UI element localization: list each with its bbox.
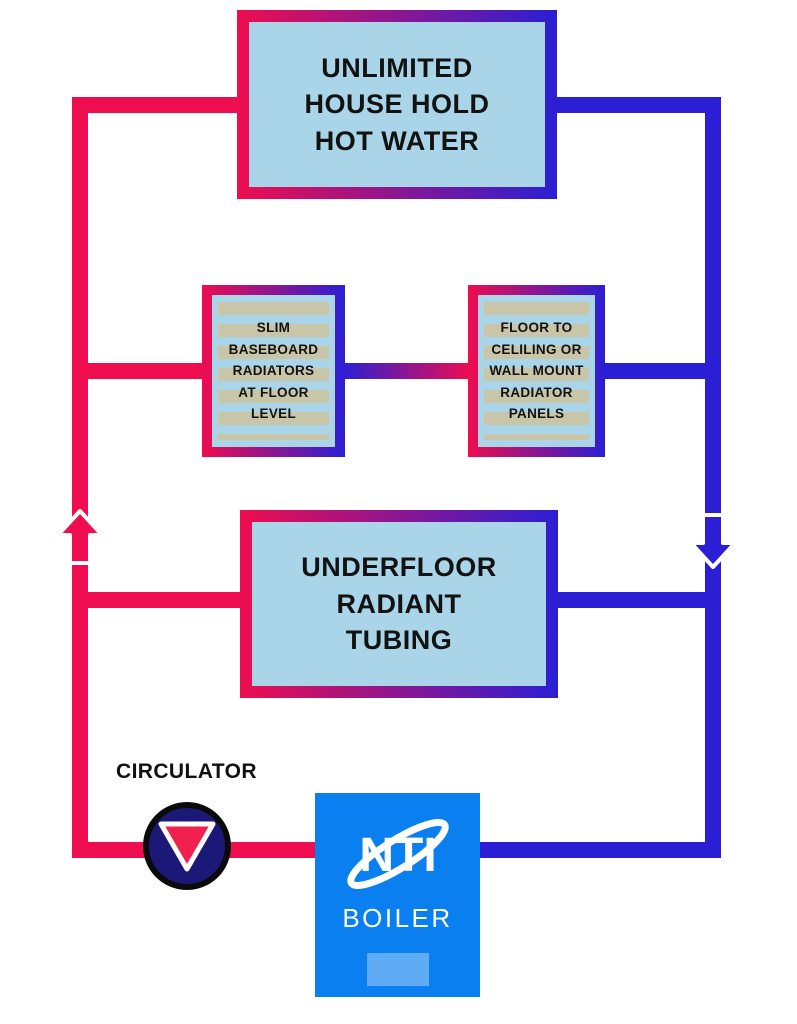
pipe-radiator-left: [72, 363, 207, 379]
supply-pipe-left: [72, 97, 88, 858]
underfloor-line3: TUBING: [345, 625, 453, 656]
supply-flow-up-arrow-icon: [56, 509, 104, 565]
wall-mount-radiator-fill: FLOOR TO CELILING OR WALL MOUNT RADIATOR…: [478, 295, 595, 447]
pipe-boiler-right: [478, 842, 721, 858]
baseboard-line2: BASEBOARD: [228, 341, 319, 357]
pipe-underfloor-left: [72, 592, 244, 608]
pipe-radiator-right: [602, 363, 721, 379]
circulator-pump-icon: [143, 802, 231, 890]
hot-water-line1: UNLIMITED: [321, 52, 473, 83]
underfloor-line1: UNDERFLOOR: [301, 552, 497, 583]
underfloor-line2: RADIANT: [336, 588, 462, 619]
underfloor-tubing-fill: UNDERFLOOR RADIANT TUBING: [252, 522, 546, 686]
hot-water-line2: HOUSE HOLD: [304, 89, 490, 120]
pipe-radiator-middle: [342, 363, 472, 379]
circulator-label: CIRCULATOR: [116, 760, 257, 783]
pipe-hotwater-left: [72, 97, 242, 113]
boiler-word: BOILER: [342, 903, 453, 933]
wall-mount-line4: RADIATOR: [500, 384, 573, 400]
pipe-hotwater-right: [552, 97, 721, 113]
pump-triangle-icon: [158, 821, 216, 872]
hot-water-box: UNLIMITED HOUSE HOLD HOT WATER: [237, 10, 557, 199]
baseboard-radiator-label: SLIM BASEBOARD RADIATORS AT FLOOR LEVEL: [229, 317, 319, 425]
boiler-display-panel: [367, 953, 429, 986]
hot-water-box-fill: UNLIMITED HOUSE HOLD HOT WATER: [249, 22, 545, 187]
wall-mount-radiator-label: FLOOR TO CELILING OR WALL MOUNT RADIATOR…: [489, 317, 583, 425]
pipe-underfloor-right: [554, 592, 721, 608]
hot-water-label: UNLIMITED HOUSE HOLD HOT WATER: [304, 50, 489, 159]
underfloor-tubing-box: UNDERFLOOR RADIANT TUBING: [240, 510, 558, 698]
wall-mount-line1: FLOOR TO: [500, 320, 573, 336]
radiator-fins-icon: [484, 302, 589, 440]
wall-mount-radiator-box: FLOOR TO CELILING OR WALL MOUNT RADIATOR…: [468, 285, 605, 457]
return-pipe-right: [705, 97, 721, 858]
baseboard-line3: RADIATORS: [232, 363, 315, 379]
wall-mount-line5: PANELS: [508, 406, 565, 422]
hot-water-line3: HOT WATER: [314, 125, 480, 156]
return-flow-down-arrow-icon: [689, 513, 737, 569]
boiler-brand-text: NTI: [359, 829, 436, 882]
underfloor-tubing-label: UNDERFLOOR RADIANT TUBING: [301, 549, 497, 658]
nti-logo: NTI: [346, 819, 449, 889]
baseboard-radiator-box: SLIM BASEBOARD RADIATORS AT FLOOR LEVEL: [202, 285, 345, 457]
baseboard-line5: LEVEL: [250, 406, 296, 422]
wall-mount-line3: WALL MOUNT: [489, 363, 584, 379]
wall-mount-line2: CELILING OR: [491, 341, 582, 357]
boiler-box: NTI BOILER: [315, 793, 480, 997]
radiator-fins-icon: [218, 302, 329, 440]
baseboard-line4: AT FLOOR: [238, 384, 309, 400]
baseboard-radiator-fill: SLIM BASEBOARD RADIATORS AT FLOOR LEVEL: [212, 295, 335, 447]
baseboard-line1: SLIM: [256, 320, 291, 336]
nti-logo-swoosh-icon: [346, 819, 449, 889]
